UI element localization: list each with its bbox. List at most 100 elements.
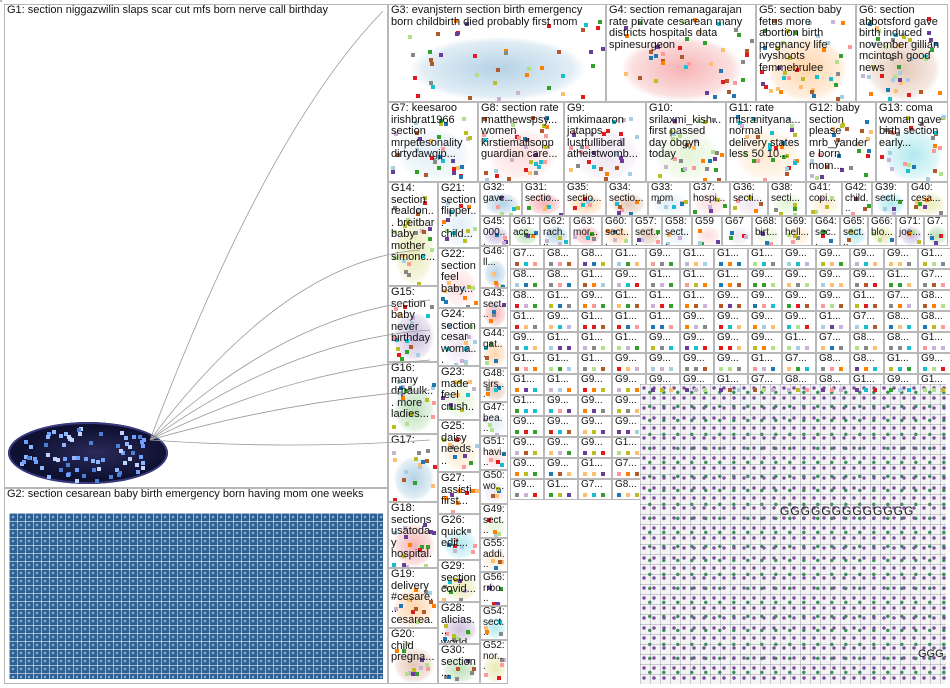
node-icon <box>63 457 67 461</box>
node-icon <box>821 304 825 308</box>
node-icon <box>426 449 430 453</box>
group-box: G62: rach... <box>540 216 570 246</box>
node-icon <box>527 206 531 210</box>
node-icon <box>34 460 38 464</box>
group-box: G18: sections usatoday hospital... <box>388 502 438 568</box>
node-icon <box>714 168 718 172</box>
group-box: G37: hospi... <box>690 182 730 216</box>
node-icon <box>46 453 50 457</box>
group-box: G9... <box>850 269 884 290</box>
node-icon <box>583 367 587 371</box>
group-box: G9... <box>646 353 680 374</box>
node-icon <box>587 160 591 164</box>
node-icon <box>411 53 415 57</box>
node-icon <box>796 304 800 308</box>
node-icon <box>549 388 553 392</box>
node-icon <box>889 388 893 392</box>
node-icon <box>626 367 630 371</box>
node-icon <box>497 676 501 680</box>
node-icon <box>601 430 605 434</box>
node-icon <box>533 346 537 350</box>
group-label: G13: coma woman gave birth section early… <box>879 103 945 149</box>
group-label: G1... <box>683 270 711 281</box>
group-label: G1... <box>649 270 677 281</box>
dense-node-mosaic <box>640 384 946 684</box>
group-box: G1... <box>850 290 884 311</box>
node-icon <box>592 388 596 392</box>
group-box: G9... <box>680 353 714 374</box>
node-icon <box>635 493 639 497</box>
group-label: G9... <box>513 333 541 344</box>
group-label: G9... <box>683 354 711 365</box>
node-icon <box>494 281 498 285</box>
group-label: G35: sectio... <box>567 183 603 204</box>
node-icon <box>829 77 833 81</box>
node-icon <box>40 466 44 470</box>
node-icon <box>873 346 877 350</box>
group-label: G7... <box>785 354 813 365</box>
node-icon <box>919 90 923 94</box>
group-box: G1... <box>748 353 782 374</box>
group-box: G7... <box>850 311 884 332</box>
group-box: G1... <box>578 311 612 332</box>
node-icon <box>907 93 911 97</box>
group-box: G1... <box>816 311 850 332</box>
group-box: G65: sect... <box>840 216 868 246</box>
group-label: G45: 000... <box>483 217 507 246</box>
group-label: G22: section feel baby... <box>441 249 477 295</box>
node-icon <box>821 325 825 329</box>
node-icon <box>661 52 665 56</box>
node-icon <box>485 361 489 365</box>
node-icon <box>762 388 766 392</box>
group-box: G9... <box>510 458 544 479</box>
group-label: G1... <box>547 375 575 386</box>
node-icon <box>24 440 28 444</box>
group-box: G42: child... <box>842 182 872 216</box>
node-icon <box>400 357 404 361</box>
node-icon <box>515 367 519 371</box>
node-icon <box>669 388 673 392</box>
node-icon <box>44 443 48 447</box>
node-icon <box>635 283 639 287</box>
node-icon <box>754 209 758 213</box>
group-label: G64: sec... <box>815 217 837 246</box>
group-label: G9... <box>853 249 881 260</box>
group-box: G69: hell... <box>782 216 812 246</box>
group-box: G1... <box>884 353 918 374</box>
group-label: G7... <box>921 270 949 281</box>
group-box: G9... <box>714 332 748 353</box>
node-icon <box>725 79 729 83</box>
group-box: G1... <box>510 395 544 416</box>
node-icon <box>558 283 562 287</box>
node-icon <box>539 160 543 164</box>
node-icon <box>397 353 401 357</box>
node-icon <box>635 262 639 266</box>
group-label: G8... <box>819 375 847 386</box>
node-icon <box>431 85 435 89</box>
node-icon <box>549 262 553 266</box>
group-box: G50: wo... <box>480 470 508 504</box>
group-box: G7... <box>884 290 918 311</box>
group-box: G9... <box>646 248 680 269</box>
group-box: G39: secti... <box>872 182 908 216</box>
node-icon <box>664 205 668 209</box>
node-icon <box>654 79 658 83</box>
node-icon <box>753 388 757 392</box>
node-icon <box>869 92 873 96</box>
node-icon <box>830 304 834 308</box>
node-icon <box>776 87 780 91</box>
node-icon <box>787 283 791 287</box>
node-icon <box>880 74 884 78</box>
node-icon <box>89 441 93 445</box>
node-icon <box>933 169 937 173</box>
node-icon <box>618 205 622 209</box>
group-box: G1... <box>612 332 646 353</box>
node-icon <box>785 172 789 176</box>
node-icon <box>938 91 942 95</box>
node-icon <box>589 50 593 54</box>
node-icon <box>719 283 723 287</box>
node-icon <box>891 78 895 82</box>
node-icon <box>528 171 532 175</box>
group-label: G8... <box>615 480 643 491</box>
node-icon <box>753 367 757 371</box>
